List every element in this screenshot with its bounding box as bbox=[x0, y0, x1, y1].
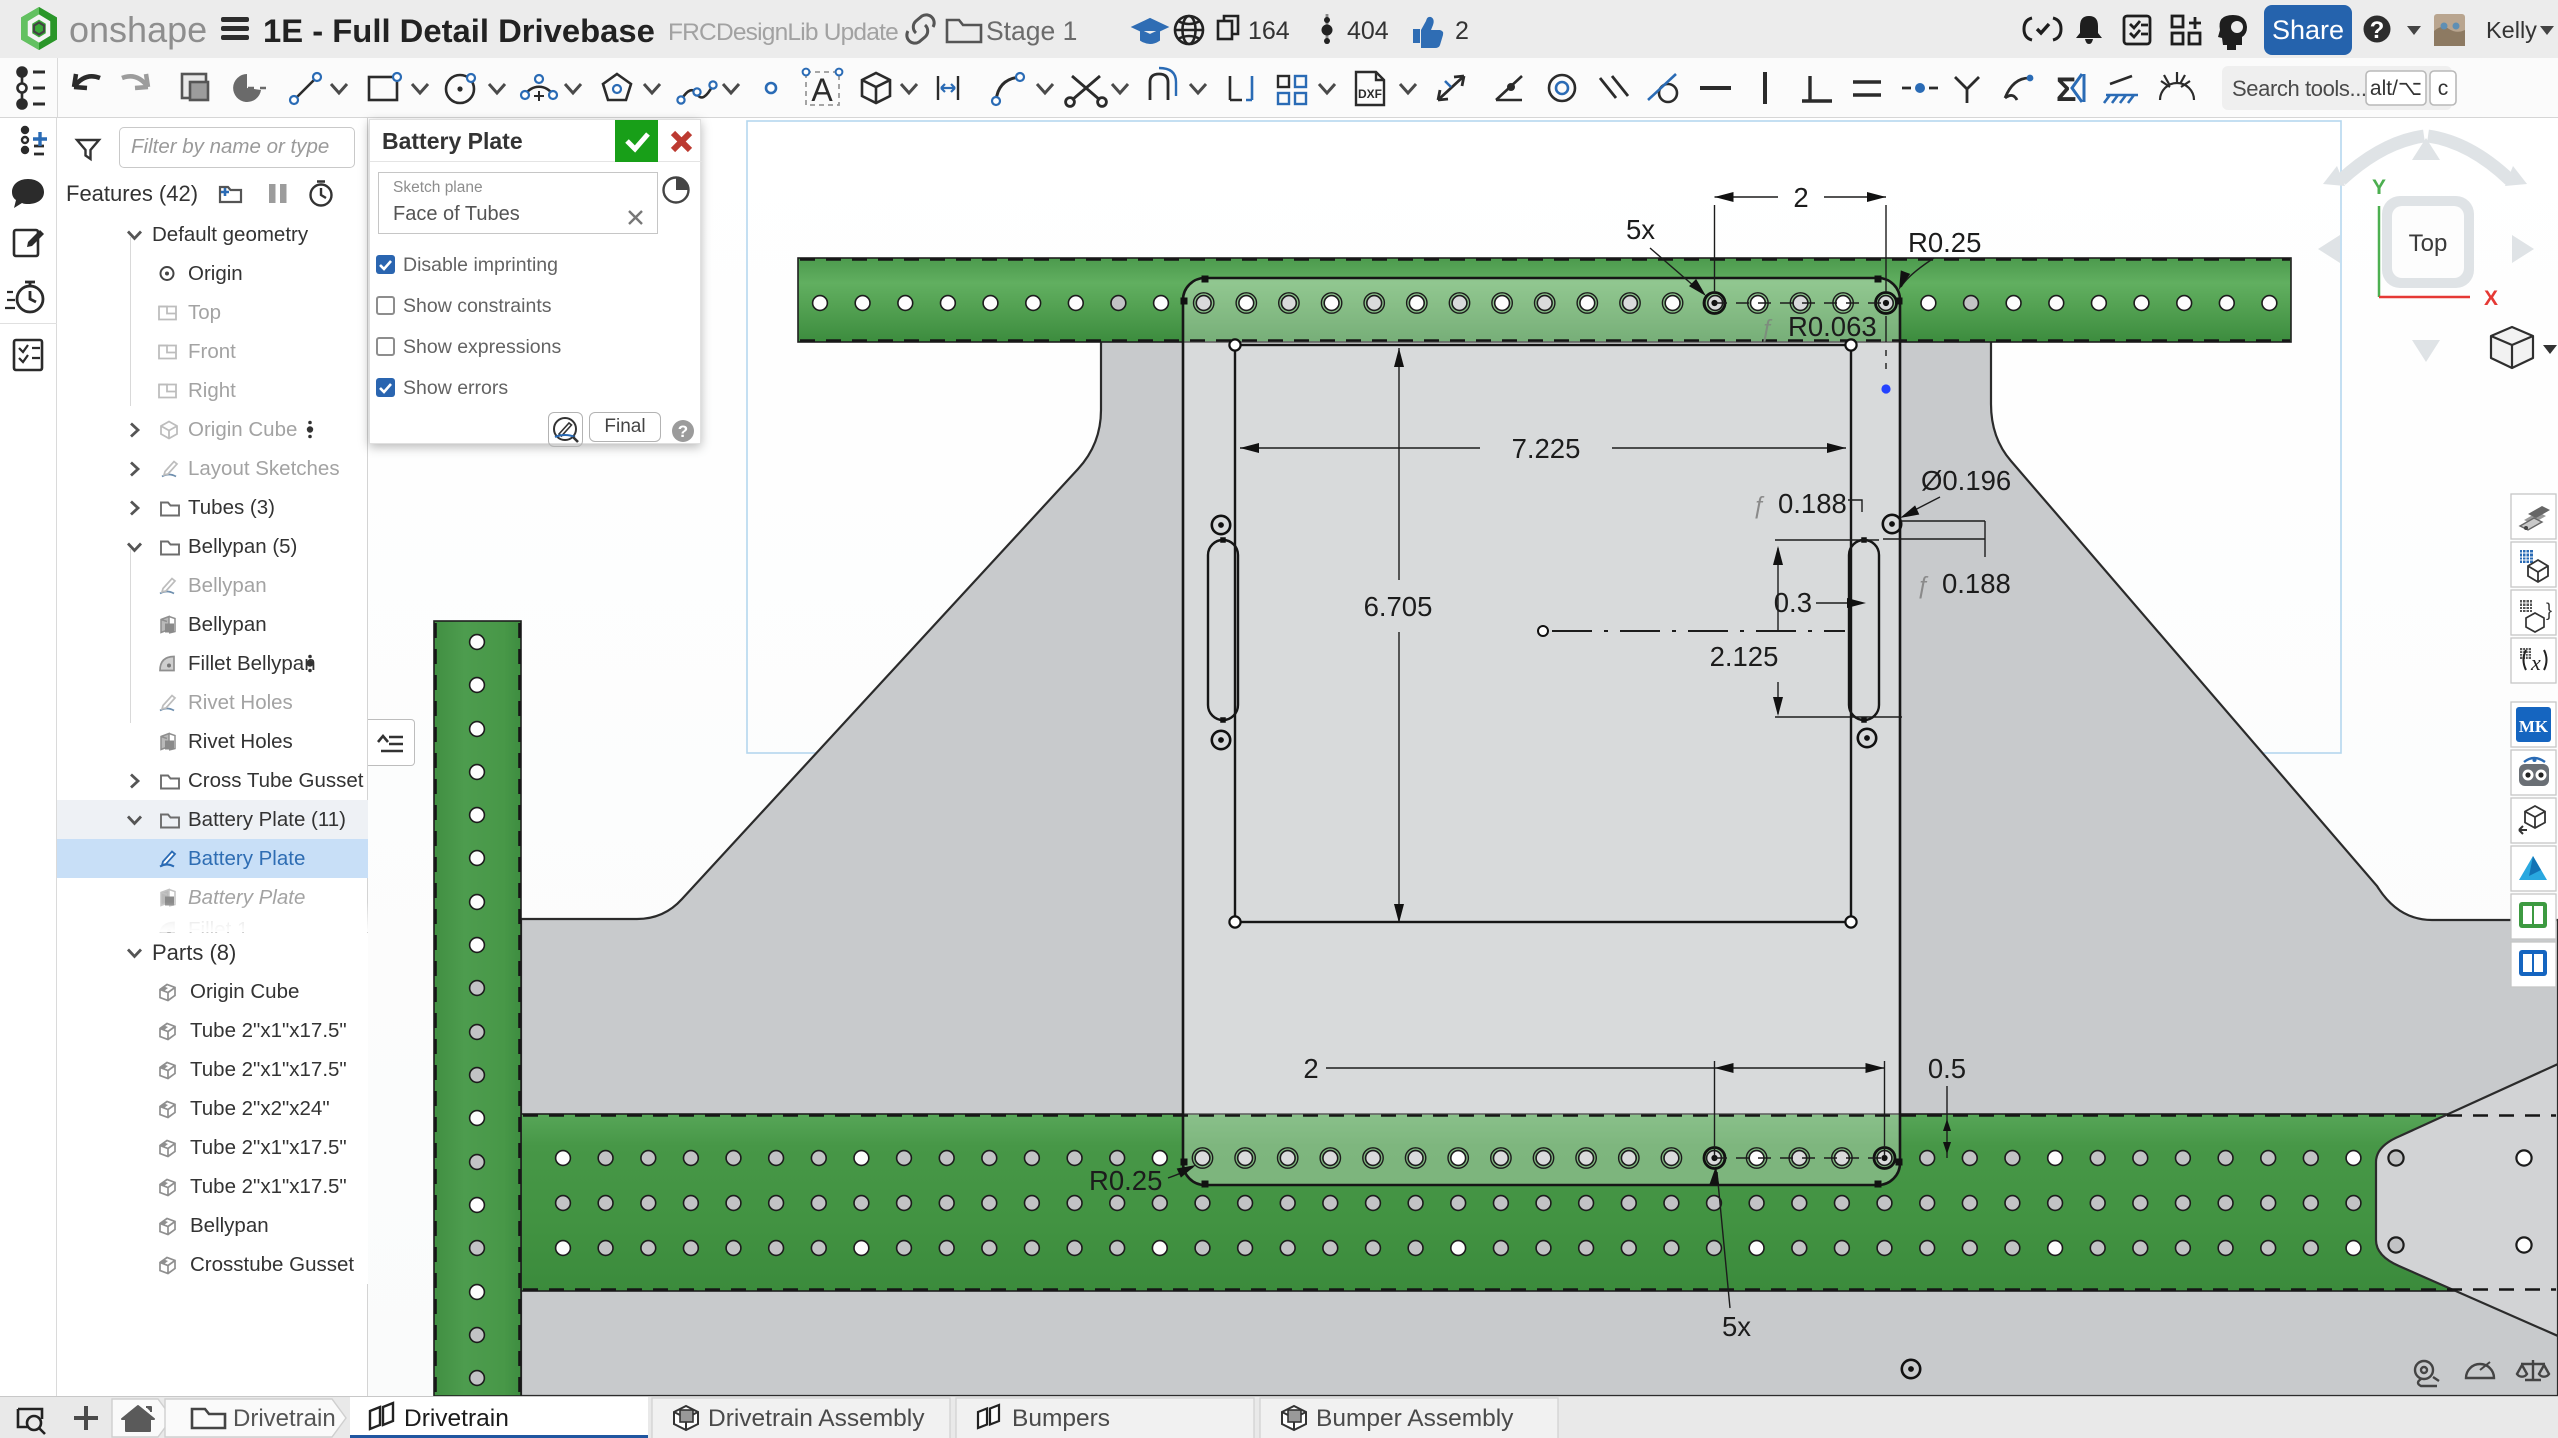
svg-text:Drivetrain: Drivetrain bbox=[233, 1405, 336, 1432]
svg-text:Stage 1: Stage 1 bbox=[986, 16, 1077, 46]
svg-text:R0.063: R0.063 bbox=[1788, 311, 1877, 342]
svg-text:ƒ: ƒ bbox=[1916, 572, 1929, 599]
svg-text:0.5: 0.5 bbox=[1928, 1053, 1966, 1084]
svg-text:Top: Top bbox=[2409, 230, 2448, 257]
svg-text:1E - Full Detail Drivebase: 1E - Full Detail Drivebase bbox=[263, 12, 655, 49]
svg-text:0.3: 0.3 bbox=[1774, 587, 1812, 618]
svg-text:ƒ: ƒ bbox=[1760, 315, 1773, 342]
svg-text:onshape: onshape bbox=[69, 9, 207, 50]
svg-text:Bumpers: Bumpers bbox=[1012, 1405, 1110, 1432]
svg-text:Kelly: Kelly bbox=[2486, 17, 2537, 43]
svg-text:Y: Y bbox=[2372, 176, 2386, 199]
svg-text:404: 404 bbox=[1347, 17, 1389, 45]
svg-text:c: c bbox=[2438, 77, 2449, 100]
svg-text:7.225: 7.225 bbox=[1512, 433, 1581, 464]
svg-text:?: ? bbox=[2370, 17, 2385, 44]
svg-text:DXF: DXF bbox=[1358, 87, 1382, 101]
svg-text:Drivetrain Assembly: Drivetrain Assembly bbox=[708, 1405, 925, 1432]
svg-text:x: x bbox=[2530, 650, 2541, 675]
svg-text:Share: Share bbox=[2272, 15, 2344, 45]
svg-text:2: 2 bbox=[1455, 17, 1469, 45]
svg-text:Σ: Σ bbox=[2056, 71, 2076, 109]
svg-text:2: 2 bbox=[1793, 182, 1808, 213]
svg-text:Drivetrain: Drivetrain bbox=[404, 1405, 509, 1432]
svg-text:R0.25: R0.25 bbox=[1089, 1165, 1162, 1196]
svg-text:MK: MK bbox=[2519, 717, 2549, 736]
svg-text:6.705: 6.705 bbox=[1364, 591, 1433, 622]
svg-text:alt/⌥: alt/⌥ bbox=[2370, 77, 2422, 100]
svg-text:Search tools...: Search tools... bbox=[2232, 76, 2367, 101]
svg-text:5x: 5x bbox=[1626, 214, 1655, 245]
svg-text:ƒ: ƒ bbox=[1752, 492, 1765, 519]
svg-text:5x: 5x bbox=[1722, 1311, 1751, 1342]
svg-text:0.188: 0.188 bbox=[1778, 488, 1847, 519]
svg-text:FRCDesignLib Update: FRCDesignLib Update bbox=[668, 19, 898, 46]
svg-text:164: 164 bbox=[1248, 17, 1290, 45]
svg-text:2.125: 2.125 bbox=[1710, 641, 1779, 672]
svg-text:0.188: 0.188 bbox=[1942, 568, 2011, 599]
svg-text:}: } bbox=[2546, 600, 2552, 620]
svg-text:Ø0.196: Ø0.196 bbox=[1921, 465, 2011, 496]
svg-text:Bumper Assembly: Bumper Assembly bbox=[1316, 1405, 1514, 1432]
svg-text:?: ? bbox=[678, 422, 688, 441]
svg-text:R0.25: R0.25 bbox=[1908, 227, 1981, 258]
svg-text:X: X bbox=[2484, 287, 2498, 310]
svg-text:A: A bbox=[811, 72, 833, 108]
svg-text:2: 2 bbox=[1303, 1053, 1318, 1084]
